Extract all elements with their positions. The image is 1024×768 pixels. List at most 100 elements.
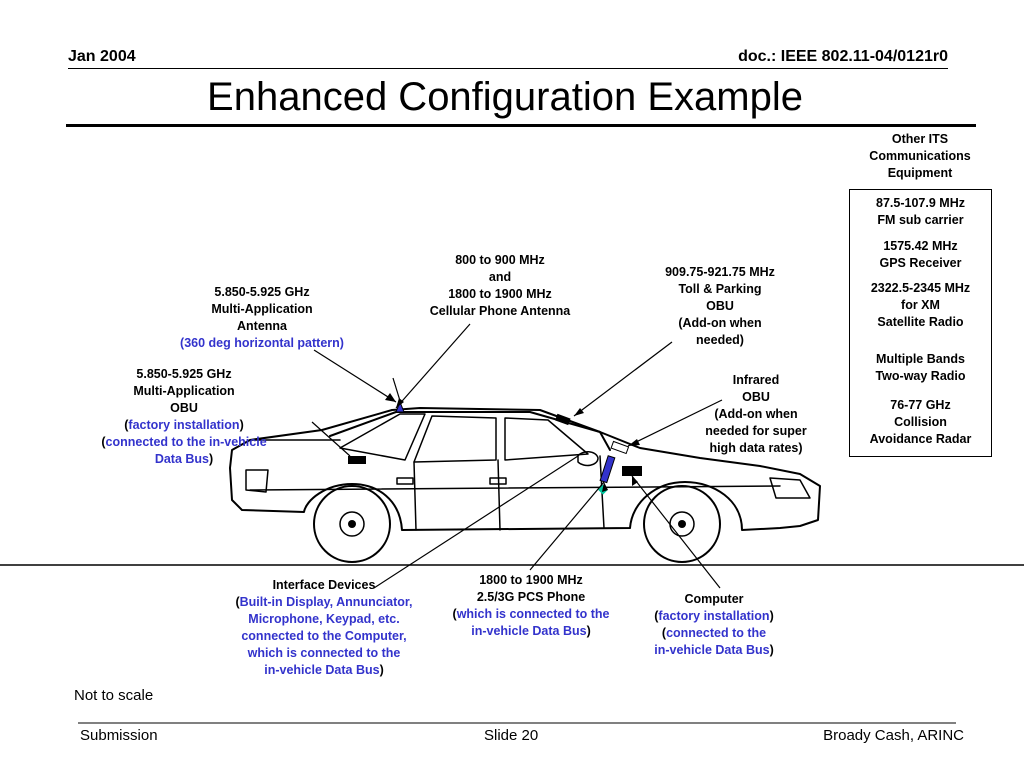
- computer-name: Computer: [684, 592, 744, 606]
- its-item-radio-name: Two-way Radio: [875, 369, 966, 383]
- title-rule: [66, 124, 976, 127]
- car-mirror: [577, 451, 599, 467]
- header-date: Jan 2004: [68, 48, 136, 65]
- toll-label: 909.75-921.75 MHz Toll & Parking OBU (Ad…: [640, 264, 800, 349]
- cellular-freq-1: 800 to 900 MHz: [455, 253, 545, 267]
- callout-infrared: [627, 399, 723, 447]
- callout-toll: [573, 341, 673, 417]
- infrared-rates: high data rates): [709, 441, 803, 455]
- footer-submission: Submission: [80, 727, 158, 744]
- callout-interface: [373, 455, 579, 589]
- obu-install: (factory installation): [124, 418, 244, 432]
- arrowhead-antenna: [385, 393, 396, 402]
- its-item-fm-freq: 87.5-107.9 MHz: [876, 196, 965, 210]
- interface-desc-5: in-vehicle Data Bus): [264, 663, 384, 677]
- callout-obu: [311, 421, 351, 457]
- other-its-heading: Other ITS Communications Equipment: [848, 131, 992, 182]
- other-its-heading-3: Equipment: [887, 166, 953, 180]
- toll-freq: 909.75-921.75 MHz: [665, 265, 775, 279]
- arrowhead-pcs: [602, 482, 608, 492]
- interface-desc-3: connected to the Computer,: [241, 629, 407, 643]
- infrared-label: Infrared OBU (Add-on when needed for sup…: [690, 372, 822, 457]
- its-item-xm-freq: 2322.5-2345 MHz: [870, 281, 971, 295]
- toll-name: Toll & Parking: [678, 282, 762, 296]
- car-door-a: [413, 461, 417, 531]
- computer-device: [622, 466, 642, 476]
- its-item-fm-name: FM sub carrier: [877, 213, 964, 227]
- its-item-xm-name: Satellite Radio: [877, 315, 964, 329]
- toll-device: [555, 413, 571, 426]
- pcs-label: 1800 to 1900 MHz 2.5/3G PCS Phone (which…: [428, 572, 634, 640]
- cellular-name: Cellular Phone Antenna: [429, 304, 571, 318]
- callout-cellular: [395, 323, 471, 409]
- rear-wheel-center: [678, 520, 686, 528]
- obu-freq: 5.850-5.925 GHz: [136, 367, 232, 381]
- callout-antenna: [313, 349, 397, 403]
- antenna-pattern: (360 deg horizontal pattern): [180, 336, 344, 350]
- its-item-radio-bands: Multiple Bands: [876, 352, 965, 366]
- infrared-needed: needed for super: [705, 424, 807, 438]
- interface-name: Interface Devices: [272, 578, 376, 592]
- car-front-window: [413, 415, 497, 463]
- interface-label: Interface Devices (Built-in Display, Ann…: [210, 577, 438, 679]
- its-item-radio: Multiple Bands Two-way Radio: [849, 351, 992, 385]
- callout-computer: [631, 475, 721, 589]
- toll-obu: OBU: [706, 299, 734, 313]
- page-title: Enhanced Configuration Example: [207, 75, 803, 119]
- its-item-radar-freq: 76-77 GHz: [890, 398, 951, 412]
- cellular-freq-2: 1800 to 1900 MHz: [448, 287, 552, 301]
- car-door-handle-2: [489, 477, 507, 485]
- infrared-addon: (Add-on when: [714, 407, 798, 421]
- pcs-desc-1: (which is connected to the: [452, 607, 610, 621]
- car-body-outline: [229, 407, 821, 531]
- arrowhead-cellular: [396, 398, 404, 408]
- footer-slide-number: Slide 20: [484, 727, 539, 744]
- interface-desc-4: which is connected to the: [247, 646, 401, 660]
- other-its-box: [849, 189, 992, 457]
- its-item-xm: 2322.5-2345 MHz for XM Satellite Radio: [849, 280, 992, 331]
- other-its-heading-1: Other ITS: [891, 132, 949, 146]
- interface-desc-2: Microphone, Keypad, etc.: [248, 612, 400, 626]
- car-roof: [329, 411, 611, 451]
- cellular-label: 800 to 900 MHz and 1800 to 1900 MHz Cell…: [400, 252, 600, 320]
- antenna-dome: [395, 400, 405, 413]
- toll-addon: (Add-on when: [678, 316, 762, 330]
- car-door-handle-1: [396, 477, 414, 485]
- arrowhead-infrared: [628, 439, 640, 446]
- obu-device: [348, 456, 366, 464]
- antenna-name: Antenna: [237, 319, 287, 333]
- its-item-radar-name: Avoidance Radar: [869, 432, 972, 446]
- cellular-and: and: [488, 270, 512, 284]
- its-item-fm: 87.5-107.9 MHz FM sub carrier: [849, 195, 992, 229]
- obu-name: OBU: [170, 401, 198, 415]
- obu-bus-2: Data Bus): [154, 452, 214, 466]
- car-rear-window: [504, 417, 589, 461]
- pcs-freq: 1800 to 1900 MHz: [479, 573, 583, 587]
- obu-bus: (connected to the in-vehicle: [101, 435, 267, 449]
- pcs-name: 2.5/3G PCS Phone: [476, 590, 586, 604]
- front-wheel-hub: [339, 511, 365, 537]
- scale-note: Not to scale: [74, 687, 154, 704]
- infrared-name: Infrared: [732, 373, 780, 387]
- its-item-radar: 76-77 GHz Collision Avoidance Radar: [849, 397, 992, 448]
- interface-desc-1: (Built-in Display, Annunciator,: [235, 595, 413, 609]
- rear-wheel: [643, 485, 721, 563]
- header-doc-id: doc.: IEEE 802.11-04/0121r0: [738, 48, 948, 65]
- antenna-type: Multi-Application: [211, 302, 313, 316]
- header-rule: [68, 68, 948, 69]
- obu-type: Multi-Application: [133, 384, 235, 398]
- obu-label: 5.850-5.925 GHz Multi-Application OBU (f…: [76, 366, 292, 468]
- its-item-gps-freq: 1575.42 MHz: [883, 239, 958, 253]
- callout-pcs: [529, 481, 605, 571]
- its-item-gps-name: GPS Receiver: [879, 256, 962, 270]
- car-door-b: [497, 459, 501, 531]
- pcs-desc-2: in-vehicle Data Bus): [471, 624, 591, 638]
- antenna-label: 5.850-5.925 GHz Multi-Application Antenn…: [150, 284, 374, 352]
- car-tail: [769, 477, 811, 499]
- arrowhead-toll: [574, 408, 584, 416]
- pcs-phone-device: [599, 455, 616, 484]
- car-windshield: [339, 413, 426, 461]
- antenna-freq: 5.850-5.925 GHz: [214, 285, 310, 299]
- computer-install: (factory installation): [654, 609, 774, 623]
